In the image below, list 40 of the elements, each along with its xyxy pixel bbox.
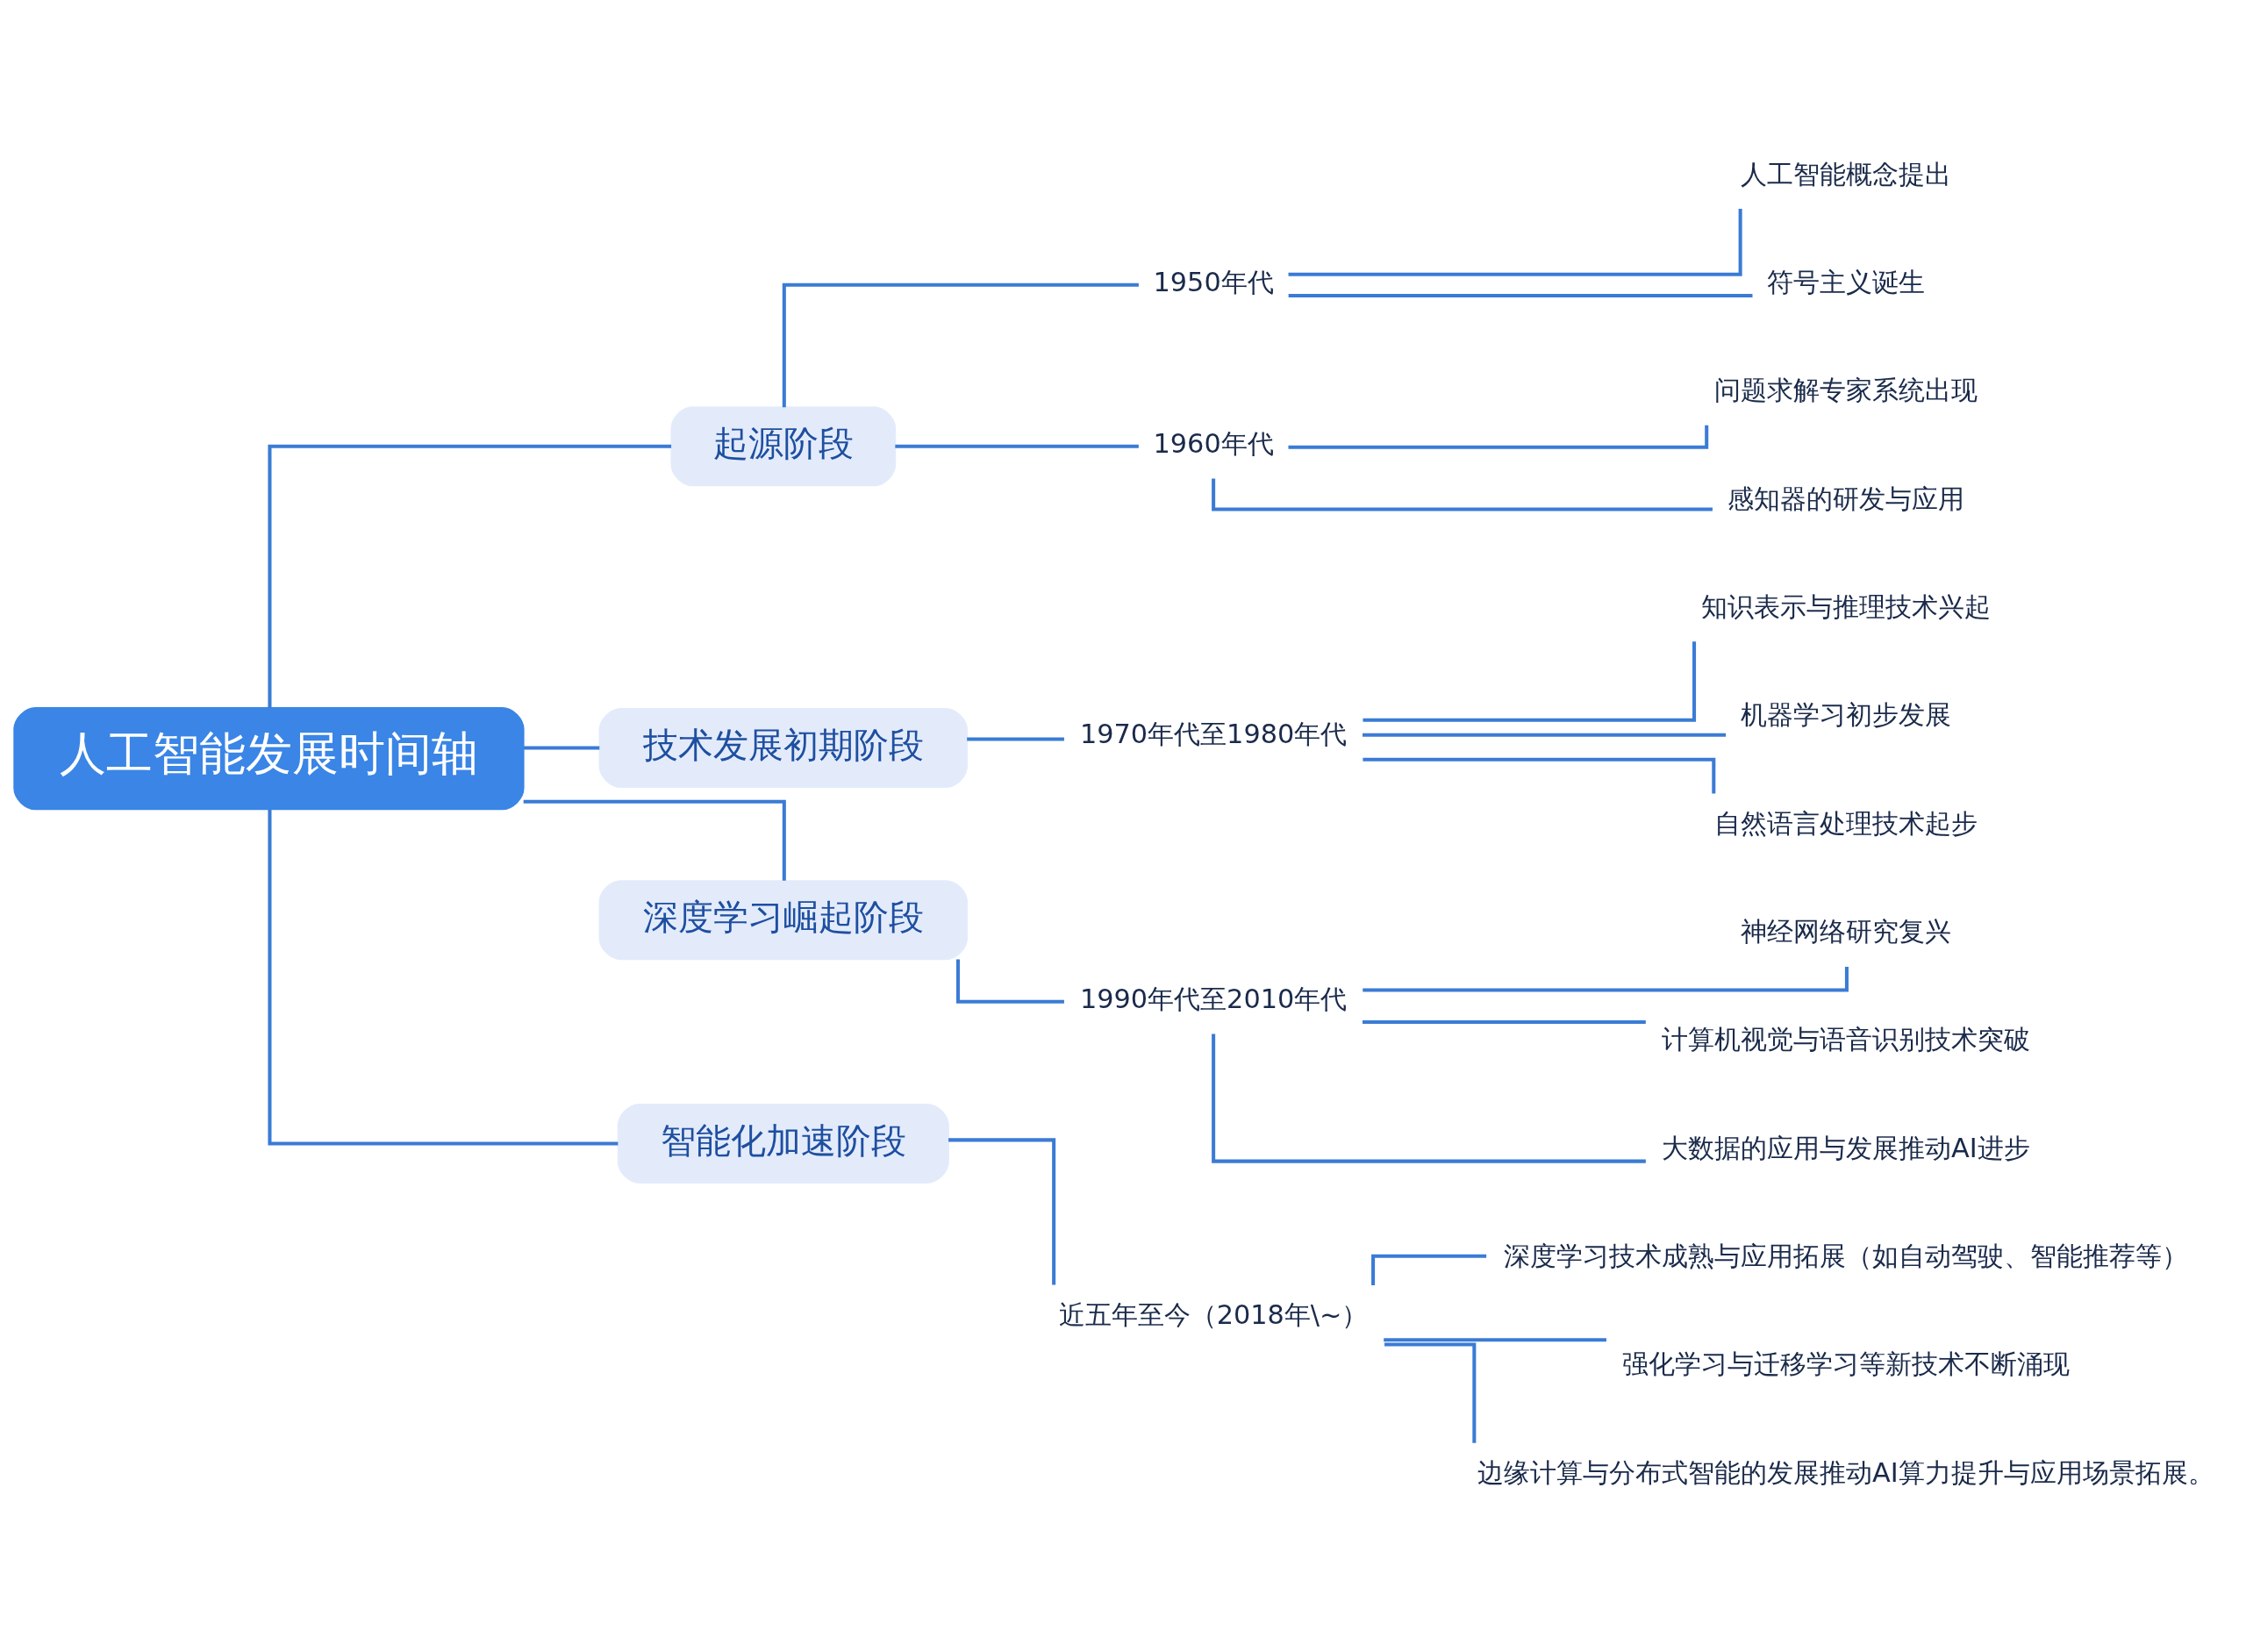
node-text: 人工智能概念提出: [1740, 158, 1951, 190]
connector: [1288, 293, 1753, 297]
node-text: 边缘计算与分布式智能的发展推动AI算力提升与应用场景拓展。: [1477, 1456, 2214, 1488]
node-text: 自然语言处理技术起步: [1713, 807, 1978, 839]
node-text: 感知器的研发与应用: [1727, 483, 1964, 514]
connector: [523, 799, 786, 881]
connector: [268, 809, 619, 1146]
node-text: 机器学习初步发展: [1740, 699, 1951, 731]
connector: [1288, 208, 1742, 276]
node-box: 起源阶段: [670, 406, 897, 487]
node-text: 问题求解专家系统出现: [1713, 375, 1978, 406]
connector: [895, 444, 1139, 448]
node-text: 知识表示与推理技术兴起: [1700, 590, 1991, 622]
connector: [1384, 1342, 1477, 1443]
connector: [1363, 1019, 1646, 1024]
node-text: 大数据的应用与发展推动AI进步: [1662, 1132, 2030, 1163]
node-text: 1990年代至2010年代: [1079, 983, 1348, 1014]
node-text: 1950年代: [1153, 266, 1274, 297]
connector: [1363, 641, 1697, 722]
connector: [948, 1138, 1056, 1285]
node-text: 神经网络研究复兴: [1740, 915, 1951, 947]
connector: [1384, 1338, 1606, 1342]
node-text: 1970年代至1980年代: [1079, 719, 1348, 750]
connector: [1212, 1033, 1646, 1163]
node-box: 智能化加速阶段: [617, 1103, 949, 1184]
node-text: 1960年代: [1153, 427, 1274, 459]
connector: [524, 746, 600, 750]
connector: [1363, 733, 1727, 737]
node-text: 强化学习与迁移学习等新技术不断涌现: [1621, 1348, 2070, 1380]
connector: [268, 444, 672, 708]
node-text: 计算机视觉与语音识别技术突破: [1661, 1024, 2030, 1055]
node-text: 近五年至今（2018年\~）: [1058, 1298, 1369, 1330]
node-box: 技术发展初期阶段: [598, 708, 969, 789]
connector: [955, 959, 1064, 1004]
connector: [782, 282, 1139, 408]
node-text: 深度学习技术成熟与应用拓展（如自动驾驶、智能推荐等）: [1503, 1240, 2188, 1271]
node-box: 深度学习崛起阶段: [598, 880, 969, 961]
node-box: 人工智能发展时间轴: [13, 707, 525, 811]
node-text: 符号主义诞生: [1766, 266, 1925, 297]
connector: [967, 737, 1064, 741]
